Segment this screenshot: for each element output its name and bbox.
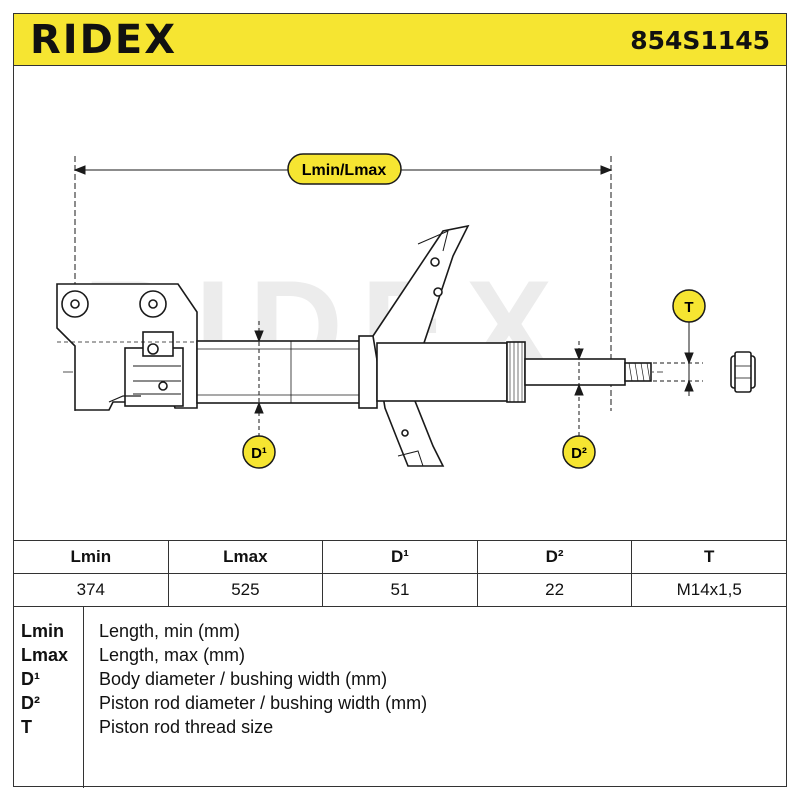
brand-logo: RIDEX [30,17,178,63]
legend-desc: Piston rod thread size [99,717,274,737]
body-diameter-dimension [254,321,264,436]
legend-key: D¹ [21,669,40,689]
spec-header-d2: D² [476,540,633,574]
technical-drawing: RIDEX Lmin/Lmax [13,66,787,540]
length-label-badge [287,153,402,185]
body-diameter-label: D¹ [251,445,267,462]
strut-drawing-svg: RIDEX Lmin/Lmax [56,153,756,469]
spec-header-lmax: Lmax [167,540,324,574]
legend: Lmin Length, min (mm) Lmax Length, max (… [13,606,787,788]
legend-key: T [21,717,32,737]
piston-rod [376,341,652,403]
top-nut [730,351,756,393]
spec-value-lmax: 525 [167,573,324,607]
thread-dimension [653,321,703,396]
rod-diameter-badge [562,435,596,469]
legend-key: Lmin [21,621,64,641]
legend-desc: Body diameter / bushing width (mm) [99,669,388,689]
legend-desc: Length, max (mm) [99,645,246,665]
thread-badge [672,289,706,323]
spec-header-row: Lmin Lmax D¹ D² T [13,540,787,574]
spec-header-lmin: Lmin [13,540,169,574]
rod-diameter-label: D² [571,445,587,462]
legend-desc: Piston rod diameter / bushing width (mm) [99,693,428,713]
thread-label: T [684,299,693,316]
spec-value-d2: 22 [476,573,633,607]
header-bar: RIDEX 854S1145 [13,13,787,66]
spec-value-t: M14x1,5 [631,573,787,607]
spec-value-d1: 51 [322,573,478,607]
rod-diameter-dimension [574,341,584,436]
legend-key: Lmax [21,645,69,665]
length-label: Lmin/Lmax [302,162,387,179]
legend-desc: Length, min (mm) [99,621,241,641]
spec-value-row: 374 525 51 22 M14x1,5 [13,573,787,607]
body-diameter-badge [242,435,276,469]
content-frame [13,66,787,787]
part-number: 854S1145 [630,26,770,55]
spec-header-d1: D¹ [322,540,478,574]
legend-key: D² [21,693,40,713]
legend-divider [83,607,84,788]
spec-table: Lmin Lmax D¹ D² T 374 525 51 22 M14x1,5 [13,540,787,607]
strut-body [196,340,364,404]
spec-value-lmin: 374 [13,573,169,607]
spec-header-t: T [631,540,787,574]
knuckle-bracket [56,283,198,411]
